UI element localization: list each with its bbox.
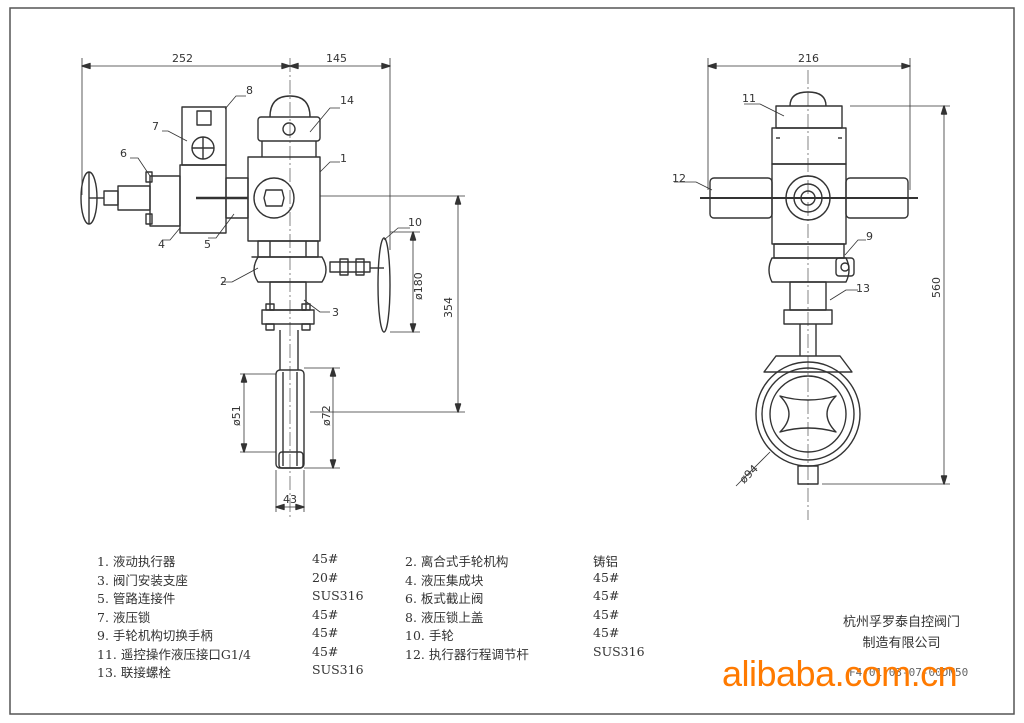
parts-row: 11. 遥控操作液压接口G1/4 45# 12. 执行器行程调节杆 SUS316	[97, 644, 657, 663]
parts-row: 3. 阀门安装支座 20# 4. 液压集成块 45#	[97, 570, 657, 589]
parts-row: 7. 液压锁 45# 8. 液压锁上盖 45#	[97, 607, 657, 626]
part-material: 45#	[312, 625, 339, 640]
callout-4: 4	[158, 238, 165, 251]
dim-252: 252	[172, 52, 193, 65]
parts-row: 13. 联接螺栓 SUS316	[97, 662, 657, 681]
company-line-1: 杭州孚罗泰自控阀门	[843, 615, 961, 630]
part-material: SUS316	[312, 588, 364, 603]
sheet-frame	[9, 7, 1015, 715]
watermark: alibaba.com.cn	[722, 653, 958, 694]
parts-row: 1. 液动执行器 45# 2. 离合式手轮机构 铸铝	[97, 551, 657, 570]
part-name: 2. 离合式手轮机构	[405, 554, 509, 569]
part-name: 3. 阀门安装支座	[97, 572, 188, 588]
callout-12: 12	[672, 172, 686, 185]
callout-3: 3	[332, 306, 339, 319]
part-name: 1. 液动执行器	[97, 554, 176, 569]
callout-2: 2	[220, 275, 227, 288]
part-material: 45#	[593, 588, 620, 603]
callout-1: 1	[340, 152, 347, 165]
dim-body-dia: ø72	[320, 405, 333, 426]
part-material: SUS316	[312, 662, 364, 677]
company-line-2: 制造有限公司	[862, 636, 941, 651]
part-material: 45#	[593, 569, 620, 585]
callout-7: 7	[152, 120, 159, 133]
part-material: 铸铝	[593, 554, 619, 569]
part-material: 45#	[312, 606, 339, 622]
part-name: 12. 执行器行程调节杆	[405, 646, 529, 662]
part-name: 13. 联接螺栓	[97, 665, 171, 680]
part-material: 45#	[593, 606, 620, 622]
part-material: 20#	[312, 569, 339, 585]
parts-row: 5. 管路连接件 SUS316 6. 板式截止阀 45#	[97, 588, 657, 607]
callout-9: 9	[866, 230, 873, 243]
callout-6: 6	[120, 147, 127, 160]
part-name: 11. 遥控操作液压接口G1/4	[97, 646, 251, 662]
dim-145: 145	[326, 52, 347, 65]
callout-5: 5	[204, 238, 211, 251]
part-name: 8. 液压锁上盖	[405, 609, 484, 625]
part-name: 6. 板式截止阀	[405, 591, 484, 606]
part-name: 9. 手轮机构切换手柄	[97, 628, 213, 643]
callout-10: 10	[408, 216, 422, 229]
part-material: 45#	[312, 643, 339, 659]
part-name: 10. 手轮	[405, 628, 454, 643]
callout-13: 13	[856, 282, 870, 295]
parts-row: 9. 手轮机构切换手柄 45# 10. 手轮 45#	[97, 625, 657, 644]
part-name: 5. 管路连接件	[97, 591, 176, 606]
dim-216: 216	[798, 52, 819, 65]
dim-43: 43	[283, 493, 297, 506]
part-name: 4. 液压集成块	[405, 572, 484, 588]
callout-11: 11	[742, 92, 756, 105]
dim-354: 354	[442, 297, 455, 318]
part-material: 45#	[312, 551, 339, 566]
dim-560: 560	[930, 277, 943, 298]
part-material: 45#	[593, 625, 620, 640]
drawing-code: F4-01-03-07-00DN50	[849, 666, 969, 679]
callout-8: 8	[246, 84, 253, 97]
dim-right-body-dia: ø94	[737, 462, 761, 486]
company-name: 杭州孚罗泰自控阀门 制造有限公司	[843, 612, 960, 654]
dim-bore-dia: ø51	[230, 405, 243, 426]
parts-list: 1. 液动执行器 45# 2. 离合式手轮机构 铸铝 3. 阀门安装支座 20#…	[97, 551, 657, 681]
callout-14: 14	[340, 94, 354, 107]
dim-handwheel-dia: ø180	[412, 272, 425, 300]
part-name: 7. 液压锁	[97, 609, 151, 625]
part-material: SUS316	[593, 643, 645, 659]
